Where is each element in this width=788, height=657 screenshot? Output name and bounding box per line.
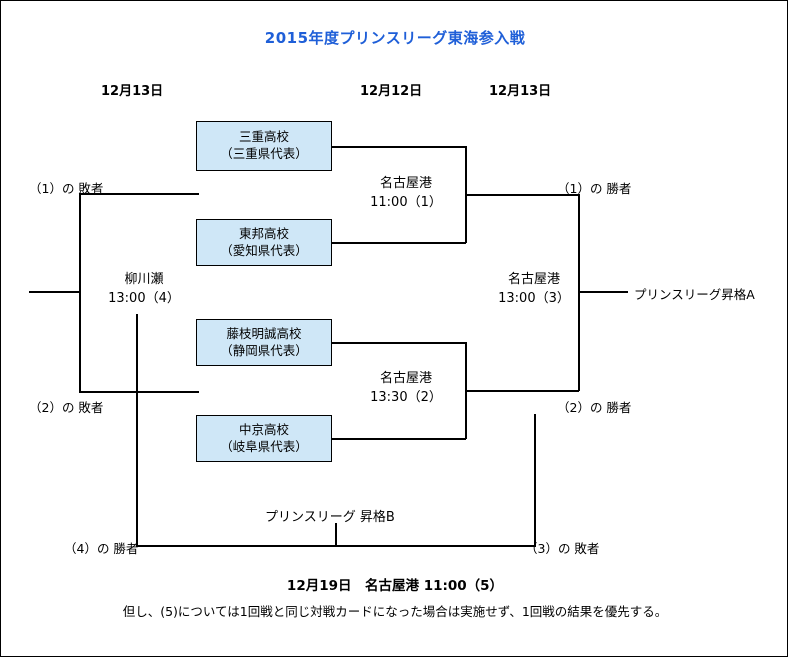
winner-1-note: （1）の 勝者 [557,181,632,196]
line-loser1-in [79,193,199,195]
match-4-label: 柳川瀬 13:00（4） [89,271,199,309]
loser-2-note: （2）の 敗者 [29,400,104,415]
team-name: 三重高校 [238,129,289,145]
line-fujieda-to-match2 [332,342,466,344]
match-1-venue: 名古屋港 [379,176,432,191]
match-1-time: 11:00（1） [370,194,442,210]
match-4-time: 13:00（4） [108,290,180,306]
match-3-venue: 名古屋港 [507,272,560,287]
footer-note: 但し、(5)については1回戦と同じ対戦カードになった場合は実施せず、1回戦の結果… [122,604,668,619]
match-3-time: 13:00（3） [498,290,570,306]
line-match3-join [578,194,580,391]
team-box-fujieda-meisei[interactable]: 藤枝明誠高校 （静岡県代表） [196,319,332,366]
match-3-label: 名古屋港 13:00（3） [479,271,589,309]
match-2-label: 名古屋港 13:30（2） [351,370,461,408]
line-match5-stem [335,523,337,545]
team-box-toho[interactable]: 東邦高校 （愛知県代表） [196,219,332,266]
line-match5-right-leg [534,414,536,546]
line-match5-left-leg [136,314,138,546]
team-pref: （静岡県代表） [220,342,308,358]
loser-1-note: （1）の 敗者 [29,181,104,196]
match-1-label: 名古屋港 11:00（1） [351,175,461,213]
line-match4-join [79,193,81,392]
line-match4-out [29,291,79,293]
line-chukyo-to-match2 [332,438,466,440]
line-match2-winner-out [465,390,579,392]
line-match1-winner-out [465,194,579,196]
team-box-chukyo[interactable]: 中京高校 （岐阜県代表） [196,415,332,462]
match-4-venue: 柳川瀬 [124,272,164,287]
page-title: 2015年度プリンスリーグ東海参入戦 [264,29,526,47]
winner-4-note: （4）の 勝者 [64,541,139,556]
date-header-middle: 12月12日 [360,84,423,99]
match-2-time: 13:30（2） [370,389,442,405]
line-champion-out [578,291,628,293]
team-box-mie[interactable]: 三重高校 （三重県代表） [196,121,332,171]
date-header-left: 12月13日 [101,84,164,99]
line-toho-to-match1 [332,242,466,244]
line-mie-to-match1 [332,146,466,148]
winner-2-note: （2）の 勝者 [557,400,632,415]
team-pref: （愛知県代表） [220,242,308,258]
promotion-a-label: プリンスリーグ昇格A [634,287,755,302]
promotion-b-label: プリンスリーグ 昇格B [265,510,395,525]
line-loser2-in [79,391,199,393]
team-name: 東邦高校 [238,225,289,241]
team-name: 中京高校 [238,421,289,437]
team-name: 藤枝明誠高校 [226,325,302,341]
team-pref: （岐阜県代表） [220,438,308,454]
match-2-venue: 名古屋港 [379,371,432,386]
line-match5-bar [136,545,536,547]
team-pref: （三重県代表） [220,146,308,161]
loser-3-note: （3）の 敗者 [525,541,600,556]
footer-match5-info: 12月19日 名古屋港 11:00（5） [286,578,504,594]
date-header-right: 12月13日 [489,84,552,99]
